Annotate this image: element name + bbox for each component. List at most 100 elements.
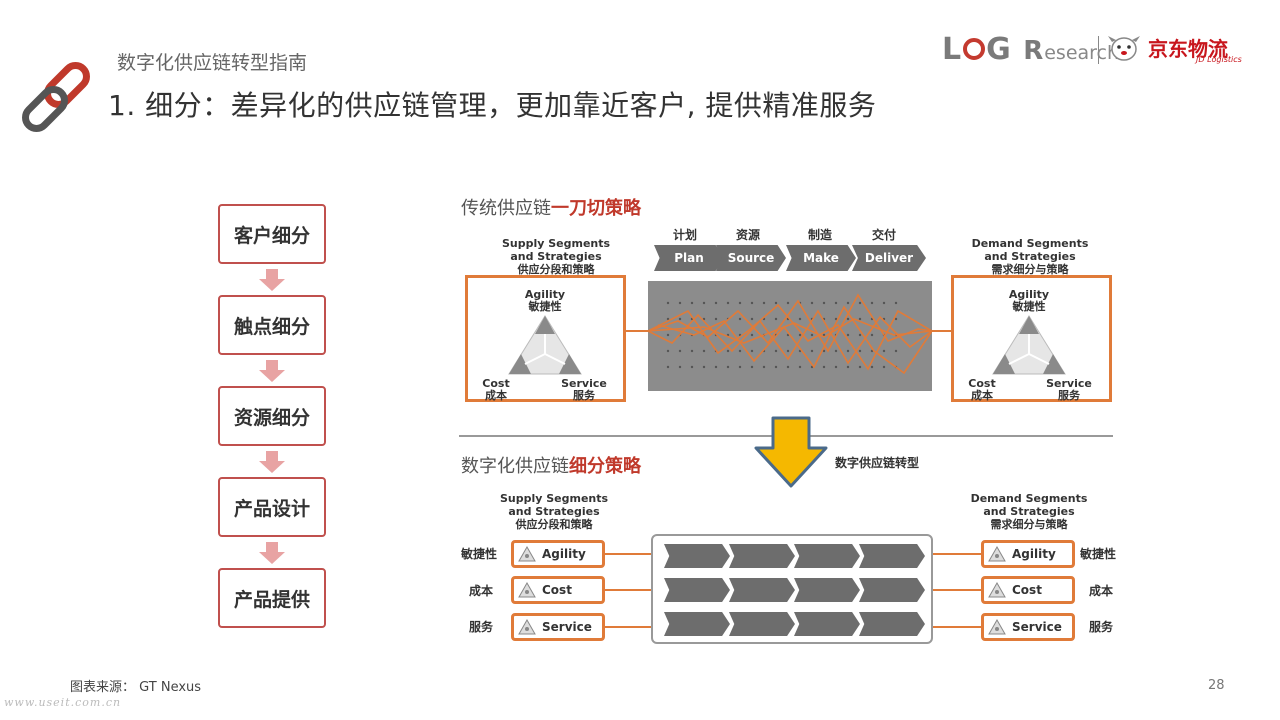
logo-letter-l: L [942, 32, 963, 67]
pill-label: Service [542, 620, 592, 634]
agility-cn: 敏捷性 [1012, 300, 1046, 313]
connector-line-left [626, 330, 648, 332]
logo-divider [1098, 36, 1099, 64]
demand-pill-agility: Agility [981, 540, 1075, 568]
phase-plan-cn: 计划 [672, 228, 697, 242]
traditional-title-plain: 传统供应链 [461, 198, 551, 219]
pill-label: Cost [542, 583, 572, 597]
down-arrow-icon [259, 269, 285, 291]
agility-cn: 敏捷性 [528, 300, 562, 313]
phase-deliver-chevron: Deliver [852, 245, 926, 271]
pill-label: Service [1012, 620, 1062, 634]
cost-cn: 成本 [971, 389, 993, 402]
triangle-diagram-icon [992, 315, 1066, 375]
mini-triangle-icon [518, 619, 536, 635]
service-cn: 服务 [573, 389, 595, 402]
demand-label-en-2: and Strategies [984, 250, 1076, 263]
source-label: 图表来源： [70, 680, 136, 695]
phase-deliver-cn: 交付 [871, 228, 896, 242]
logo-letter-r: R [1023, 36, 1045, 66]
mini-triangle-icon [518, 582, 536, 598]
pill-label: Agility [542, 547, 586, 561]
mini-triangle-icon [518, 546, 536, 562]
lane-chevron [729, 612, 795, 636]
digital-title-highlight: 细分策略 [569, 456, 641, 477]
demand-pill-cost: Cost [981, 576, 1075, 604]
phase-make-cn: 制造 [807, 228, 832, 242]
demand-service-label: Service 服务 [1044, 378, 1094, 402]
transform-label: 数字供应链转型 [835, 456, 920, 470]
lane-chevron [664, 612, 730, 636]
demand-pill-service: Service [981, 613, 1075, 641]
digital-section-title: 数字化供应链细分策略 [461, 452, 641, 478]
connector-line [605, 589, 651, 591]
supply-cost-label: Cost 成本 [476, 378, 516, 402]
digital-title-plain: 数字化供应链 [461, 456, 569, 477]
down-arrow-icon [259, 360, 285, 382]
digital-demand-segments-label: Demand Segments and Strategies 需求细分与策略 [966, 492, 1092, 531]
phase-make-chevron: Make [786, 245, 856, 271]
service-en: Service [561, 377, 607, 390]
flow-step-resource-segment: 资源细分 [218, 386, 326, 446]
flow-step-customer-segment: 客户细分 [218, 204, 326, 264]
digital-demand-label-en-2: and Strategies [983, 505, 1075, 518]
supply-agility-label: Agility 敏捷性 [515, 289, 575, 313]
page-number: 28 [1208, 678, 1225, 693]
demand-segments-label: Demand Segments and Strategies 需求细分与策略 [968, 237, 1092, 276]
supply-segments-label: Supply Segments and Strategies 供应分段和策略 [494, 237, 618, 276]
traditional-section-title: 传统供应链一刀切策略 [461, 194, 641, 220]
agility-en: Agility [1008, 288, 1050, 301]
connector-line [605, 553, 651, 555]
source-note: 图表来源： GT Nexus [70, 676, 201, 695]
digital-supply-label-en-1: Supply Segments [499, 492, 609, 505]
lane-chevron [794, 544, 860, 568]
row-label-agility-right: 敏捷性 [1080, 547, 1117, 561]
pill-label: Agility [1012, 547, 1056, 561]
supply-label-en-1: Supply Segments [501, 237, 611, 250]
lane-chevron [859, 612, 925, 636]
triangle-diagram-icon [508, 315, 582, 375]
supply-pill-cost: Cost [511, 576, 605, 604]
transform-down-arrow-icon [754, 416, 828, 488]
down-arrow-icon [259, 542, 285, 564]
logo-o-ring-icon [963, 37, 986, 60]
lane-chevron [859, 578, 925, 602]
service-cn: 服务 [1058, 389, 1080, 402]
pill-label: Cost [1012, 583, 1042, 597]
jd-dog-mascot-icon [1108, 36, 1140, 61]
lane-chevron [794, 612, 860, 636]
digital-supply-segments-label: Supply Segments and Strategies 供应分段和策略 [493, 492, 615, 531]
demand-cost-label: Cost 成本 [962, 378, 1002, 402]
mini-triangle-icon [988, 582, 1006, 598]
supply-label-cn: 供应分段和策略 [517, 263, 595, 276]
connector-line-right [932, 330, 951, 332]
cost-cn: 成本 [485, 389, 507, 402]
demand-label-cn: 需求细分与策略 [991, 263, 1069, 276]
lane-chevron [664, 544, 730, 568]
agility-en: Agility [524, 288, 566, 301]
cost-en: Cost [968, 377, 996, 390]
section-subtitle: 数字化供应链转型指南 [117, 52, 308, 74]
connector-line [605, 626, 651, 628]
digital-supply-label-en-2: and Strategies [508, 505, 600, 518]
lane-chevron [859, 544, 925, 568]
digital-demand-label-en-1: Demand Segments [970, 492, 1088, 505]
row-label-agility-left: 敏捷性 [461, 547, 498, 561]
lane-chevron [729, 544, 795, 568]
lane-chevron [794, 578, 860, 602]
lane-chevron [664, 578, 730, 602]
connector-line [933, 626, 981, 628]
flow-step-touchpoint-segment: 触点细分 [218, 295, 326, 355]
phase-source-chevron: Source [716, 245, 786, 271]
watermark: www.useit.com.cn [4, 696, 122, 709]
down-arrow-icon [259, 451, 285, 473]
flow-step-product-design: 产品设计 [218, 477, 326, 537]
demand-label-en-1: Demand Segments [971, 237, 1089, 250]
tangled-network-lines [648, 293, 932, 375]
supply-pill-agility: Agility [511, 540, 605, 568]
logo-letter-g: G [986, 32, 1012, 67]
jd-logistics-logo-text: 京东物流 [1148, 37, 1228, 61]
logo-research-text: esearch [1044, 42, 1120, 64]
digital-demand-label-cn: 需求细分与策略 [990, 518, 1068, 531]
